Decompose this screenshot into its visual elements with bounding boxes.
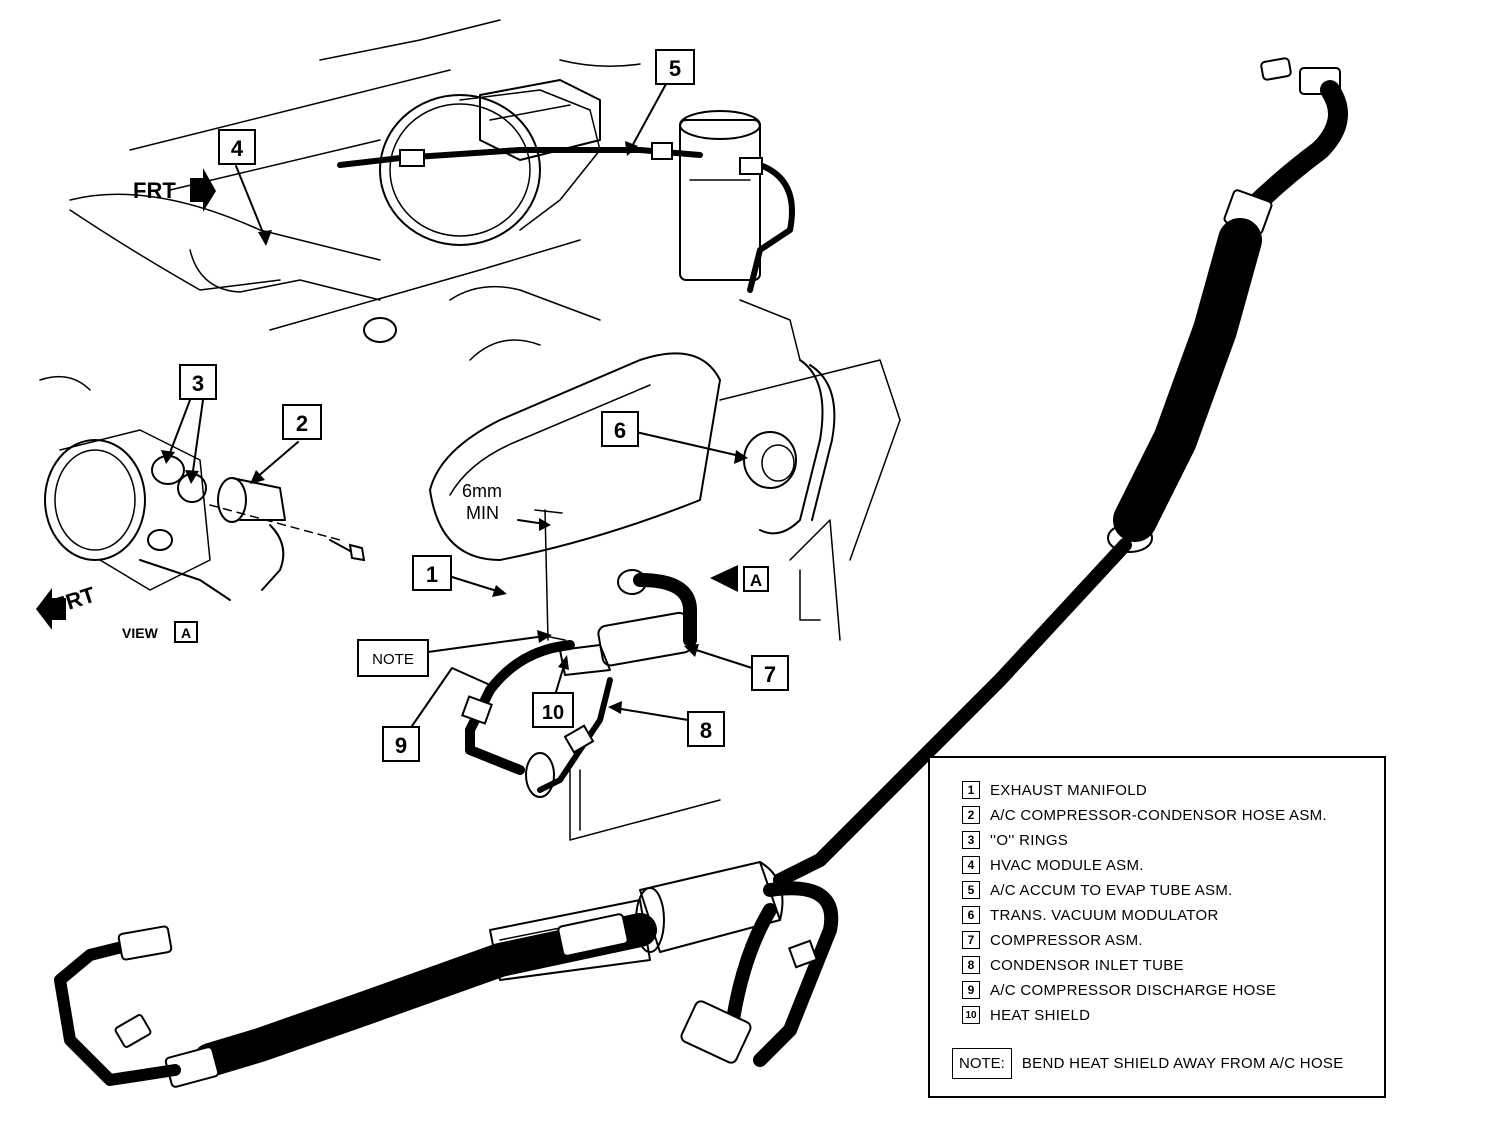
svg-text:6: 6 (614, 418, 626, 443)
frt-label-top: FRT (133, 178, 176, 203)
callout-10: 10 (532, 692, 574, 728)
legend-number: 3 (962, 831, 980, 849)
legend-number: 8 (962, 956, 980, 974)
note-label: NOTE: (952, 1048, 1012, 1079)
svg-text:3: 3 (192, 371, 204, 396)
svg-text:7: 7 (764, 662, 776, 687)
legend-item: 10 HEAT SHIELD (962, 1004, 1090, 1026)
legend-item: 4 HVAC MODULE ASM. (962, 854, 1144, 876)
svg-text:10: 10 (542, 702, 564, 724)
callout-8: 8 (687, 711, 725, 747)
legend-number: 2 (962, 806, 980, 824)
callout-6: 6 (601, 411, 639, 447)
svg-text:8: 8 (700, 718, 712, 743)
frt-label-left: FRT (50, 582, 99, 619)
callouts: 1 2 3 4 5 6 7 8 (179, 49, 789, 762)
legend-number: 1 (962, 781, 980, 799)
callout-4: 4 (218, 129, 256, 165)
legend-item: 3 ''O'' RINGS (962, 829, 1068, 851)
legend-label: EXHAUST MANIFOLD (990, 781, 1148, 799)
callout-7: 7 (751, 655, 789, 691)
leader-lines (36, 83, 753, 727)
legend-item: 6 TRANS. VACUUM MODULATOR (962, 904, 1219, 926)
legend-label: A/C COMPRESSOR DISCHARGE HOSE (990, 981, 1277, 999)
legend-number: 9 (962, 981, 980, 999)
hose-assembly-large (54, 57, 1348, 1088)
legend-label: HVAC MODULE ASM. (990, 856, 1144, 874)
legend-item: 5 A/C ACCUM TO EVAP TUBE ASM. (962, 879, 1233, 901)
legend-label: A/C COMPRESSOR-CONDENSOR HOSE ASM. (990, 806, 1327, 824)
legend-label: TRANS. VACUUM MODULATOR (990, 906, 1219, 924)
view-a-inset (39, 375, 366, 601)
callout-9: 9 (382, 726, 420, 762)
annotations: FRT FRT VIEW A A 6mm MIN NOTE (50, 178, 769, 677)
legend-number: 4 (962, 856, 980, 874)
legend-number: 6 (962, 906, 980, 924)
legend-item: 1 EXHAUST MANIFOLD (962, 779, 1147, 801)
legend-note: NOTE: BEND HEAT SHIELD AWAY FROM A/C HOS… (952, 1048, 1344, 1079)
svg-text:1: 1 (426, 562, 438, 587)
legend-item: 2 A/C COMPRESSOR-CONDENSOR HOSE ASM. (962, 804, 1327, 826)
legend-item: 7 COMPRESSOR ASM. (962, 929, 1143, 951)
legend-label: HEAT SHIELD (990, 1006, 1091, 1024)
legend-label: ''O'' RINGS (990, 831, 1069, 849)
view-label: VIEW (122, 625, 159, 641)
note-callout: NOTE (372, 651, 414, 668)
legend-number: 10 (962, 1006, 980, 1024)
compressor-assembly (461, 569, 697, 798)
callout-3: 3 (179, 364, 217, 400)
callout-1: 1 (412, 555, 452, 591)
legend-item: 9 A/C COMPRESSOR DISCHARGE HOSE (962, 979, 1276, 1001)
svg-text:5: 5 (669, 56, 681, 81)
callout-2: 2 (282, 404, 322, 440)
legend-label: A/C ACCUM TO EVAP TUBE ASM. (990, 881, 1233, 899)
svg-text:9: 9 (395, 733, 407, 758)
legend-number: 7 (962, 931, 980, 949)
legend-label: CONDENSOR INLET TUBE (990, 956, 1184, 974)
dimension-label-1: 6mm (462, 481, 502, 501)
arrow-a-letter: A (750, 571, 762, 590)
svg-text:2: 2 (296, 411, 308, 436)
parts-legend: 1 EXHAUST MANIFOLD 2 A/C COMPRESSOR-COND… (928, 756, 1386, 1098)
note-text: BEND HEAT SHIELD AWAY FROM A/C HOSE (1021, 1055, 1344, 1072)
dimension-label-2: MIN (466, 503, 499, 523)
callout-5: 5 (655, 49, 695, 85)
view-letter: A (181, 625, 191, 641)
legend-label: COMPRESSOR ASM. (990, 931, 1143, 949)
accum-evap-tube (337, 142, 795, 293)
svg-text:4: 4 (231, 136, 244, 161)
legend-item: 8 CONDENSOR INLET TUBE (962, 954, 1184, 976)
legend-number: 5 (962, 881, 980, 899)
engine-bay-drawing (69, 19, 901, 841)
